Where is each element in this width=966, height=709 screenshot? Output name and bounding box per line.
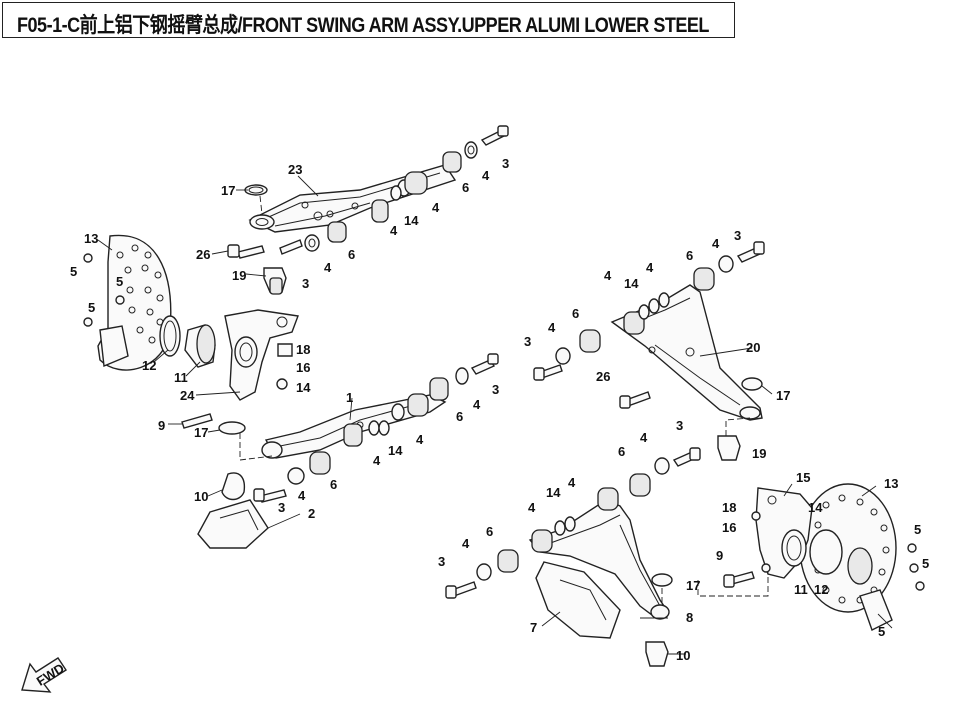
callout-13: 13 xyxy=(884,476,898,491)
leader-lines xyxy=(97,175,893,655)
callout-2: 2 xyxy=(308,506,315,521)
callout-10: 10 xyxy=(194,489,208,504)
callout-17: 17 xyxy=(194,425,208,440)
callout-26: 26 xyxy=(196,247,210,262)
callout-6: 6 xyxy=(686,248,693,263)
callout-4: 4 xyxy=(416,432,424,447)
callout-3: 3 xyxy=(676,418,683,433)
callout-6: 6 xyxy=(486,524,493,539)
callout-17: 17 xyxy=(686,578,700,593)
callout-1: 1 xyxy=(346,390,353,405)
extra-callouts: 4 4 3 xyxy=(646,228,741,275)
lower-left-arm xyxy=(197,353,499,549)
callout-4: 4 xyxy=(462,536,470,551)
callout-4: 4 xyxy=(604,268,612,283)
callout-23: 23 xyxy=(288,162,302,177)
svg-text:4: 4 xyxy=(712,236,720,251)
callout-4: 4 xyxy=(298,488,306,503)
callout-3: 3 xyxy=(524,334,531,349)
callout-17: 17 xyxy=(776,388,790,403)
callout-5: 5 xyxy=(70,264,77,279)
callout-26: 26 xyxy=(596,369,610,384)
callout-6: 6 xyxy=(462,180,469,195)
svg-text:4: 4 xyxy=(646,260,654,275)
callout-3: 3 xyxy=(502,156,509,171)
callout-15: 15 xyxy=(796,470,810,485)
callout-3: 3 xyxy=(302,276,309,291)
callout-4: 4 xyxy=(390,223,398,238)
callout-11: 11 xyxy=(794,582,808,597)
callout-7: 7 xyxy=(530,620,537,635)
callout-6: 6 xyxy=(330,477,337,492)
callout-14: 14 xyxy=(546,485,561,500)
callout-19: 19 xyxy=(752,446,766,461)
callout-18: 18 xyxy=(722,500,736,515)
callout-13: 13 xyxy=(84,231,98,246)
callout-5: 5 xyxy=(878,624,885,639)
left-brake-disc xyxy=(97,234,172,371)
callout-18: 18 xyxy=(296,342,310,357)
callout-4: 4 xyxy=(528,500,536,515)
callout-5: 5 xyxy=(88,300,95,315)
callout-4: 4 xyxy=(548,320,556,335)
callout-9: 9 xyxy=(158,418,165,433)
fwd-arrow-icon: FWD xyxy=(21,657,67,693)
callout-4: 4 xyxy=(373,453,381,468)
callout-11: 11 xyxy=(174,370,188,385)
callout-4: 4 xyxy=(640,430,648,445)
callout-3: 3 xyxy=(492,382,499,397)
right-knuckle xyxy=(723,487,925,591)
callout-5: 5 xyxy=(914,522,921,537)
callout-16: 16 xyxy=(722,520,736,535)
callout-3: 3 xyxy=(438,554,445,569)
callout-8: 8 xyxy=(686,610,693,625)
callout-5: 5 xyxy=(116,274,123,289)
callout-14: 14 xyxy=(808,500,823,515)
left-knuckle-parts xyxy=(83,253,299,435)
callout-4: 4 xyxy=(482,168,490,183)
callout-9: 9 xyxy=(716,548,723,563)
callout-5: 5 xyxy=(922,556,929,571)
callout-4: 4 xyxy=(473,397,481,412)
callout-12: 12 xyxy=(814,582,828,597)
callout-6: 6 xyxy=(348,247,355,262)
callout-3: 3 xyxy=(278,500,285,515)
upper-right-arm xyxy=(533,241,765,461)
upper-left-bushings xyxy=(227,125,509,295)
dashed-alignment-lines xyxy=(239,195,769,604)
callout-14: 14 xyxy=(624,276,639,291)
page-title: F05-1-C前上铝下钢摇臂总成/FRONT SWING ARM ASSY.UP… xyxy=(17,14,709,37)
callout-6: 6 xyxy=(618,444,625,459)
callout-14: 14 xyxy=(296,380,311,395)
callout-4: 4 xyxy=(432,200,440,215)
callout-6: 6 xyxy=(572,306,579,321)
title-box: F05-1-C前上铝下钢摇臂总成/FRONT SWING ARM ASSY.UP… xyxy=(2,2,735,38)
callout-14: 14 xyxy=(404,213,419,228)
callout-4: 4 xyxy=(324,260,332,275)
callout-14: 14 xyxy=(388,443,403,458)
svg-text:3: 3 xyxy=(734,228,741,243)
callout-10: 10 xyxy=(676,648,690,663)
callout-24: 24 xyxy=(180,388,195,403)
callout-6: 6 xyxy=(456,409,463,424)
callout-19: 19 xyxy=(232,268,246,283)
callout-labels: 23 17 26 19 13 5 5 5 12 11 24 18 16 14 9… xyxy=(70,156,929,663)
callout-16: 16 xyxy=(296,360,310,375)
callout-4: 4 xyxy=(568,475,576,490)
lower-right-arm xyxy=(445,447,701,667)
callout-17: 17 xyxy=(221,183,235,198)
callout-12: 12 xyxy=(142,358,156,373)
callout-20: 20 xyxy=(746,340,760,355)
